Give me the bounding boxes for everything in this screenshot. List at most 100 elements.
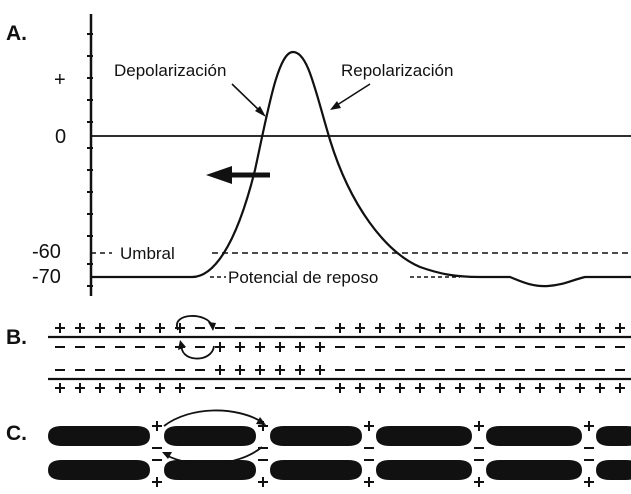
depolarization-pointer-head xyxy=(255,106,266,117)
plus-sign xyxy=(235,342,245,352)
plus-sign xyxy=(515,383,525,393)
plus-sign xyxy=(152,477,162,487)
myelin-sheath-top xyxy=(376,426,472,446)
plus-sign xyxy=(75,383,85,393)
plus-sign xyxy=(135,323,145,333)
plus-sign xyxy=(455,383,465,393)
plus-sign xyxy=(235,365,245,375)
plus-sign xyxy=(615,323,625,333)
y-axis-ticks xyxy=(87,33,93,287)
panel-c-letter: C. xyxy=(6,422,27,445)
plus-sign xyxy=(295,365,305,375)
repolarization-label: Repolarización xyxy=(341,61,453,80)
plus-sign xyxy=(415,323,425,333)
plus-sign xyxy=(275,365,285,375)
plus-sign xyxy=(364,421,374,431)
plus-sign xyxy=(155,323,165,333)
myelin-sheath-top xyxy=(48,426,150,446)
plus-sign xyxy=(495,323,505,333)
threshold-label: Umbral xyxy=(120,244,175,263)
plus-sign xyxy=(275,342,285,352)
plus-sign xyxy=(335,383,345,393)
plus-sign xyxy=(435,383,445,393)
plus-sign xyxy=(474,421,484,431)
plus-sign xyxy=(555,323,565,333)
plus-sign xyxy=(155,383,165,393)
saltatory-current-lower xyxy=(165,446,263,465)
plus-sign xyxy=(475,323,485,333)
plus-sign xyxy=(355,383,365,393)
plus-sign xyxy=(364,477,374,487)
y-label-minus60: -60 xyxy=(32,241,61,263)
plus-sign xyxy=(515,323,525,333)
local-current-lower-head xyxy=(178,340,186,350)
plus-sign xyxy=(315,365,325,375)
plus-sign xyxy=(75,323,85,333)
saltatory-current-upper-head xyxy=(256,417,266,425)
plus-sign xyxy=(395,323,405,333)
plus-sign xyxy=(315,342,325,352)
local-current-upper-head xyxy=(208,322,216,331)
plus-sign xyxy=(395,383,405,393)
depolarization-label: Depolarización xyxy=(114,61,226,80)
plus-sign xyxy=(535,383,545,393)
myelin-sheath-bottom xyxy=(270,460,362,480)
myelin-sheath-bottom xyxy=(486,460,582,480)
plus-sign xyxy=(115,323,125,333)
myelin-sheath-bottom xyxy=(596,460,631,480)
plus-sign xyxy=(615,383,625,393)
myelin-sheath-top xyxy=(596,426,631,446)
plus-sign xyxy=(495,383,505,393)
myelin-sheath-top xyxy=(486,426,582,446)
membrane-charges xyxy=(55,323,625,393)
plus-sign xyxy=(335,323,345,333)
plus-sign xyxy=(584,477,594,487)
plus-sign xyxy=(115,383,125,393)
plus-sign xyxy=(455,323,465,333)
plus-sign xyxy=(355,323,365,333)
plus-sign xyxy=(535,323,545,333)
plus-sign xyxy=(255,342,265,352)
plus-sign xyxy=(474,477,484,487)
myelin-sheath-bottom xyxy=(164,460,256,480)
plus-sign xyxy=(175,383,185,393)
plus-sign xyxy=(152,421,162,431)
direction-arrow-head xyxy=(206,166,232,184)
plus-sign xyxy=(595,323,605,333)
saltatory-current-lower-head xyxy=(162,452,172,459)
plus-sign xyxy=(555,383,565,393)
depolarization-pointer xyxy=(231,83,263,114)
plus-sign xyxy=(55,323,65,333)
myelin-sheath-top xyxy=(164,426,256,446)
myelin-sheath-bottom xyxy=(376,460,472,480)
repolarization-pointer xyxy=(333,83,371,108)
plus-sign xyxy=(295,342,305,352)
plus-sign xyxy=(215,342,225,352)
plus-sign xyxy=(575,383,585,393)
y-label-minus70: -70 xyxy=(32,266,61,288)
plus-sign xyxy=(55,383,65,393)
saltatory-current-upper xyxy=(163,409,263,427)
plus-sign xyxy=(575,323,585,333)
plus-sign xyxy=(475,383,485,393)
resting-potential-label: Potencial de reposo xyxy=(228,268,378,287)
y-label-zero: 0 xyxy=(55,126,66,148)
plus-sign xyxy=(435,323,445,333)
repolarization-pointer-head xyxy=(330,101,341,110)
y-label-plus: + xyxy=(54,69,66,91)
plus-sign xyxy=(415,383,425,393)
myelin-sheaths xyxy=(48,426,631,480)
plus-sign xyxy=(375,383,385,393)
panel-b-letter: B. xyxy=(6,326,27,349)
plus-sign xyxy=(258,477,268,487)
plus-sign xyxy=(95,383,105,393)
plus-sign xyxy=(135,383,145,393)
plus-sign xyxy=(215,365,225,375)
plus-sign xyxy=(375,323,385,333)
myelin-sheath-top xyxy=(270,426,362,446)
plus-sign xyxy=(255,365,265,375)
local-current-lower xyxy=(181,343,215,360)
plus-sign xyxy=(584,421,594,431)
plus-sign xyxy=(595,383,605,393)
